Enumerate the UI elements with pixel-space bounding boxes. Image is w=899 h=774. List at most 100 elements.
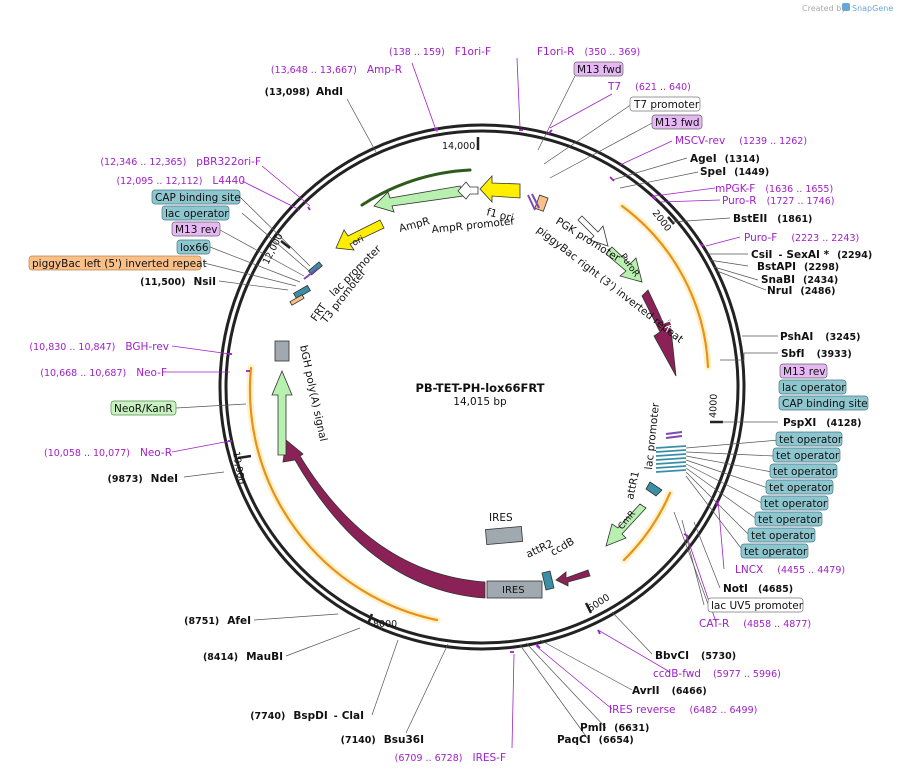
ampr-promoter-arrow [457, 181, 479, 200]
enzyme-avrii: AvrII(6466) [632, 685, 707, 697]
svg-text:tet operator: tet operator [773, 466, 837, 478]
backbone-inner-circle [224, 129, 740, 645]
box-tet-operator-5: tet operator [760, 495, 829, 511]
primer-ires-reverse: IRES reverse(6482 .. 6499) [609, 704, 757, 716]
arc-cmr [622, 491, 672, 562]
box-piggybac-left: piggyBac left (5') inverted repeat [28, 255, 207, 271]
svg-text:T7 promoter: T7 promoter [633, 99, 700, 111]
svg-text:lac UV5 promoter: lac UV5 promoter [711, 600, 804, 612]
svg-text:NeoR/KanR: NeoR/KanR [114, 403, 173, 415]
svg-text:tet operator: tet operator [776, 450, 840, 462]
svg-text:M13 rev: M13 rev [175, 224, 218, 236]
dtk-arrow [641, 289, 677, 377]
enzyme-bspdi-clai: (7740)BspDI-ClaI [250, 710, 364, 722]
enzyme-bstapi: BstAPI(2298) [757, 261, 839, 273]
box-tet-operator-3: tet operator [769, 463, 838, 479]
primer-f1ori-r: F1ori-R(350 .. 369) [537, 46, 640, 58]
tick-label-14000: 14,000 [442, 141, 475, 152]
tick-label-8000: 8000 [373, 619, 397, 630]
svg-text:tet operator: tet operator [751, 530, 815, 542]
snapgene-logo-icon [842, 3, 850, 11]
backbone-outer-circle [218, 123, 746, 651]
puror-arrow [605, 246, 643, 283]
arc-ampr-outline [360, 168, 472, 207]
box-tet-operator-7: tet operator [747, 527, 816, 543]
box-m13-fwd-1: M13 fwd [573, 61, 624, 77]
enzyme-bsu36i: (7140)Bsu36I [341, 734, 424, 746]
box-lac-uv5-promoter: lac UV5 promoter [707, 597, 804, 613]
leader-lines [175, 75, 780, 740]
ccdb-arrow [555, 569, 591, 587]
enzyme-paqci: PaqCI(6654) [557, 734, 634, 746]
attr2-block [541, 570, 555, 591]
box-lac-operator-right: lac operator [778, 379, 847, 395]
primer-marks [228, 128, 719, 653]
attr2-label: attR2 [524, 538, 555, 561]
ires-top-block [485, 526, 524, 545]
primer-neo-r: (10,058 .. 10,077)Neo-R [44, 447, 172, 459]
attribution-created-by: Created by [802, 4, 846, 13]
cmr-arrow [605, 503, 647, 547]
svg-text:lac operator: lac operator [782, 382, 846, 394]
box-t7-promoter: T7 promoter [629, 96, 701, 112]
neokan-feature-arrow [271, 369, 293, 456]
enzyme-drui: NruI(2486) [767, 285, 835, 297]
primer-puro-f: Puro-F(2223 .. 2243) [744, 232, 859, 244]
box-m13-fwd-2: M13 fwd [651, 114, 703, 130]
primer-bgh-rev: (10,830 .. 10,847)BGH-rev [29, 341, 169, 353]
position-ticks [237, 137, 723, 625]
frt-block [293, 284, 311, 300]
svg-text:M13 fwd: M13 fwd [655, 117, 700, 129]
ires-arrow-label: IRES [502, 585, 525, 596]
primer-f1ori-f: (138 .. 159)F1ori-F [389, 46, 491, 58]
enzyme-ahdi: (13,098)AhdI [265, 86, 343, 98]
lac-operator-stripes [303, 193, 683, 439]
box-tet-operator-2: tet operator [772, 447, 841, 463]
ori-arrow [335, 219, 385, 251]
primer-lncx: LNCX(4455 .. 4479) [735, 564, 845, 576]
enzyme-noti: NotI(4685) [723, 583, 793, 595]
svg-text:M13 fwd: M13 fwd [577, 64, 622, 76]
ori-label: ori [351, 234, 366, 248]
frt-orange-block [289, 294, 305, 306]
primer-cat-r: CAT-R(4858 .. 4877) [699, 618, 811, 630]
primer-t7: T7(621 .. 640) [607, 81, 691, 93]
box-cap-binding-left: CAP binding site [151, 189, 241, 205]
plasmid-name: PB-TET-PH-lox66FRT [415, 381, 544, 395]
box-cap-binding-right: CAP binding site [778, 395, 869, 411]
box-tet-operator-1: tet operator [775, 431, 843, 447]
enzyme-snabi: SnaBI(2434) [761, 274, 838, 286]
attr1-label: attR1 [624, 470, 642, 501]
box-tet-operator-8: tet operator [740, 543, 809, 559]
enzyme-spei: SpeI(1449) [700, 166, 769, 178]
svg-text:M13 rev: M13 rev [783, 366, 826, 378]
plasmid-length: 14,015 bp [453, 396, 507, 408]
svg-text:lox66: lox66 [180, 242, 209, 254]
primer-amp-r: (13,648 .. 13,667)Amp-R [271, 64, 402, 76]
svg-text:tet operator: tet operator [779, 434, 843, 446]
box-tet-operator-4: tet operator [765, 479, 834, 495]
ires-arrow [486, 580, 543, 599]
svg-text:piggyBac left (5') inverted re: piggyBac left (5') inverted repeat [32, 258, 207, 270]
pgk-promoter-arrow [577, 215, 609, 247]
box-tet-operator-6: tet operator [754, 511, 823, 527]
primer-ccdb-fwd: ccdB-fwd(5977 .. 5996) [653, 668, 781, 680]
primer-puro-r: Puro-R(1727 .. 1746) [722, 195, 834, 207]
svg-text:tet operator: tet operator [769, 482, 833, 494]
box-lac-operator-left: lac operator [161, 205, 230, 221]
enzyme-bsteii: BstEII(1861) [733, 213, 812, 225]
arc-bottom [248, 366, 439, 622]
box-lox66: lox66 [176, 239, 211, 255]
svg-text:tet operator: tet operator [758, 514, 822, 526]
primer-l4440: (12,095 .. 12,112)L4440 [116, 175, 245, 187]
enzyme-csii-sexai: CsiI-SexAI *(2294) [751, 249, 872, 261]
enzyme-afei: (8751)AfeI [184, 615, 251, 627]
box-m13-rev-right: M13 rev [779, 363, 828, 379]
box-neokan: NeoR/KanR [110, 400, 177, 416]
svg-text:CAP binding site: CAP binding site [782, 398, 868, 410]
lacz-arrow [282, 439, 486, 599]
svg-text:CAP binding site: CAP binding site [155, 192, 241, 204]
enzyme-pspxi: PspXI(4128) [783, 417, 861, 429]
enzyme-ndei: (9873)NdeI [108, 473, 178, 485]
